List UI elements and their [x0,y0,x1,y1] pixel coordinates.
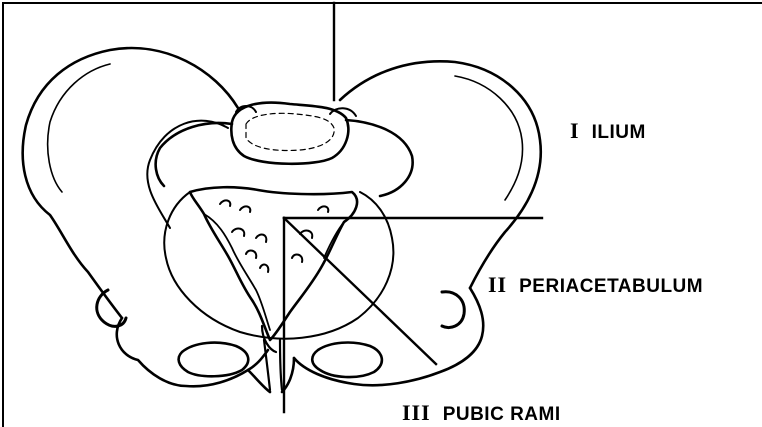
right-iliac-wing [340,61,541,288]
right-hip-socket-rim [442,292,464,328]
pubic-arch [248,358,294,392]
zone-name-ilium: ILIUM [592,122,646,144]
pubic-symphysis [264,340,282,390]
left-iliac-fossa [147,121,228,228]
left-iliac-wing [23,48,238,318]
zone-label-ilium: I ILIUM [570,118,646,144]
pelvic-inlet [164,192,393,339]
zone-name-periacetabulum: PERIACETABULUM [519,276,703,298]
pelvis-illustration [23,48,541,392]
vertebral-endplate [246,113,334,150]
zone-name-pubic-rami: PUBIC RAMI [443,404,561,426]
zone-label-pubic-rami: III PUBIC RAMI [402,400,561,426]
pelvic-brim-upper-right [346,120,413,196]
right-obturator-foramen [312,343,382,378]
left-obturator-foramen [179,343,249,377]
pelvic-brim-upper [156,123,232,186]
zone-label-periacetabulum: II PERIACETABULUM [488,272,703,298]
right-iliac-crest-inner [455,76,523,200]
zone-numeral-ilium: I [570,118,580,144]
zone-numeral-periacetabulum: II [488,272,507,298]
sacral-foramina [220,200,328,272]
zone-numeral-pubic-rami: III [402,400,431,426]
left-iliac-crest-inner [48,64,110,192]
